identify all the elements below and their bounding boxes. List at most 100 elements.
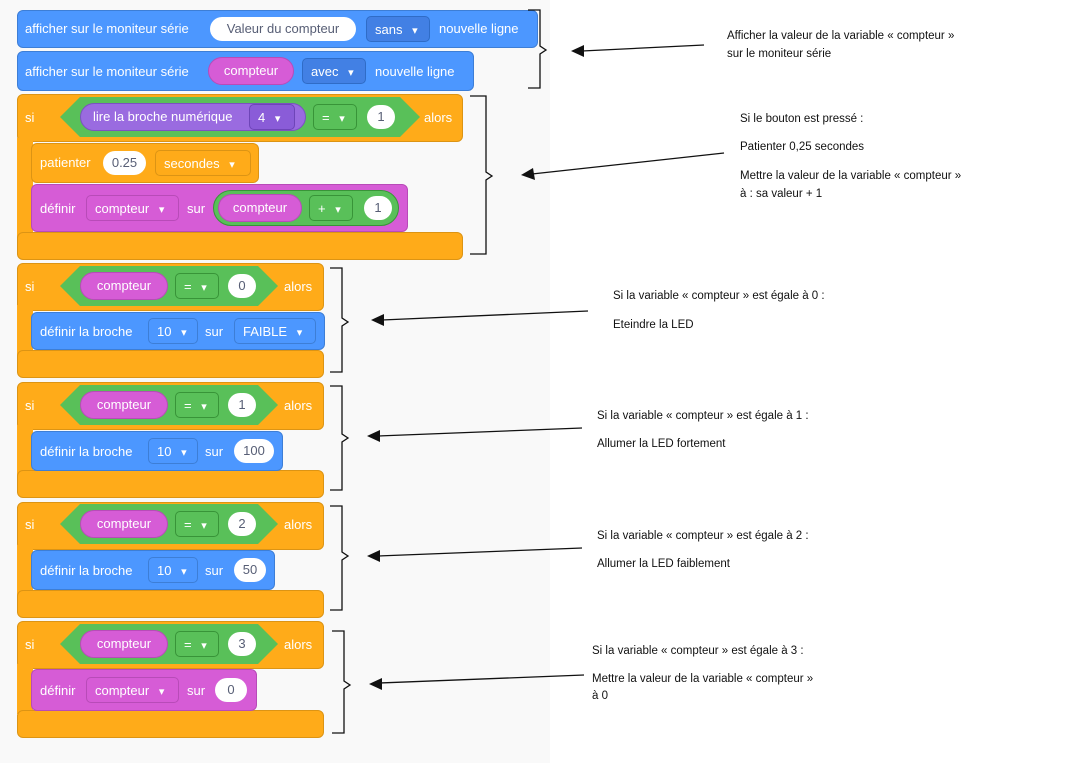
arrow-5	[377, 547, 583, 557]
compteur-variable-reporter[interactable]: compteur	[218, 194, 302, 222]
sur-label: sur	[205, 324, 224, 339]
chevron-down-icon: ▾	[181, 327, 187, 339]
variable-dropdown[interactable]: compteur ▾	[86, 677, 179, 703]
chevron-down-icon: ▾	[335, 204, 341, 216]
c-block-footer	[17, 470, 324, 498]
chevron-down-icon: ▾	[412, 25, 418, 37]
if-keyword: si	[25, 637, 35, 652]
comparison-value-input[interactable]: 2	[228, 512, 256, 536]
annotation-line: Mettre la valeur de la variable « compte…	[592, 673, 814, 685]
pin-dropdown[interactable]: 10 ▾	[148, 557, 198, 583]
read-pin-label: lire la broche numérique	[93, 109, 233, 124]
dropdown-value: 10	[157, 444, 172, 459]
annotation-line: à : sa valeur + 1	[740, 188, 823, 200]
pin-dropdown[interactable]: 10 ▾	[148, 438, 198, 464]
dropdown-value: +	[318, 201, 326, 216]
arrow-1	[581, 44, 705, 52]
if-keyword: si	[25, 517, 35, 532]
bracket-4	[330, 385, 350, 491]
then-keyword: alors	[284, 279, 313, 294]
dropdown-value: =	[184, 279, 192, 294]
pin-dropdown[interactable]: 4 ▾	[249, 104, 295, 130]
arrowhead-1	[571, 45, 584, 57]
c-block-footer	[17, 232, 463, 260]
arrowhead-3	[371, 314, 384, 326]
wait-duration-input[interactable]: 0.25	[103, 151, 146, 175]
chevron-down-icon: ▾	[229, 159, 235, 171]
set-pin-label: définir la broche	[40, 444, 133, 459]
dropdown-value: =	[184, 398, 192, 413]
wait-label: patienter	[40, 155, 91, 170]
operator-dropdown[interactable]: = ▾	[175, 631, 219, 657]
annotation-line: Si le bouton est pressé :	[740, 113, 864, 125]
dropdown-value: compteur	[95, 201, 150, 216]
comparison-value-input[interactable]: 1	[228, 393, 256, 417]
operator-dropdown[interactable]: = ▾	[175, 273, 219, 299]
bracket-3	[330, 267, 350, 373]
dropdown-value: secondes	[164, 156, 220, 171]
time-unit-dropdown[interactable]: secondes ▾	[155, 150, 251, 176]
newline-mode-dropdown[interactable]: avec ▾	[302, 58, 366, 84]
compteur-variable-reporter[interactable]: compteur	[80, 272, 168, 300]
annotation-3: Si la variable « compteur » est égale à …	[613, 288, 825, 333]
operator-dropdown[interactable]: = ▾	[175, 392, 219, 418]
dropdown-value: =	[322, 110, 330, 125]
comparison-value-input[interactable]: 1	[367, 105, 395, 129]
if-keyword: si	[25, 110, 35, 125]
then-keyword: alors	[284, 398, 313, 413]
then-keyword: alors	[284, 517, 313, 532]
compteur-variable-reporter[interactable]: compteur	[80, 510, 168, 538]
annotation-line: Allumer la LED fortement	[597, 438, 726, 450]
pin-value-input[interactable]: 100	[234, 439, 274, 463]
c-block-arm	[17, 305, 33, 355]
dropdown-value: 4	[258, 110, 266, 125]
newline-mode-dropdown[interactable]: sans ▾	[366, 16, 430, 42]
compteur-variable-reporter[interactable]: compteur	[80, 391, 168, 419]
dropdown-value: =	[184, 517, 192, 532]
set-label: définir	[40, 683, 76, 698]
operator-dropdown[interactable]: + ▾	[309, 195, 353, 221]
variable-value-input[interactable]: 0	[215, 678, 247, 702]
annotation-line: Si la variable « compteur » est égale à …	[597, 410, 809, 422]
serial-print-text-input[interactable]: Valeur du compteur	[210, 17, 356, 41]
comparison-value-input[interactable]: 0	[228, 274, 256, 298]
if-keyword: si	[25, 279, 35, 294]
c-block-arm	[17, 664, 33, 714]
c-block-arm	[17, 545, 33, 595]
dropdown-value: 10	[157, 563, 172, 578]
pin-dropdown[interactable]: 10 ▾	[148, 318, 198, 344]
chevron-down-icon: ▾	[181, 447, 187, 459]
c-block-arm	[17, 138, 33, 238]
set-pin-label: définir la broche	[40, 324, 133, 339]
annotation-5: Si la variable « compteur » est égale à …	[597, 528, 809, 572]
pin-value-input[interactable]: 50	[234, 558, 266, 582]
serial-print-suffix: nouvelle ligne	[439, 21, 519, 36]
annotation-4: Si la variable « compteur » est égale à …	[597, 408, 809, 452]
then-keyword: alors	[424, 110, 453, 125]
c-block-footer	[17, 710, 324, 738]
operator-dropdown[interactable]: = ▾	[175, 511, 219, 537]
chevron-down-icon: ▾	[201, 401, 207, 413]
arrowhead-4	[367, 430, 380, 442]
arrow-4	[377, 427, 583, 437]
bracket-5	[330, 505, 350, 611]
chevron-down-icon: ▾	[201, 282, 207, 294]
annotation-line: Patienter 0,25 secondes	[740, 141, 865, 153]
serial-print-label: afficher sur le moniteur série	[25, 21, 189, 36]
arrow-heads	[367, 45, 584, 690]
chevron-down-icon: ▾	[181, 566, 187, 578]
addend-input[interactable]: 1	[364, 196, 392, 220]
annotation-line: Afficher la valeur de la variable « comp…	[727, 30, 955, 42]
pin-level-dropdown[interactable]: FAIBLE ▾	[234, 318, 316, 344]
annotation-line: Eteindre la LED	[613, 319, 694, 331]
c-block-footer	[17, 590, 324, 618]
arrowhead-5	[367, 550, 380, 562]
operator-dropdown[interactable]: = ▾	[313, 104, 357, 130]
comparison-value-input[interactable]: 3	[228, 632, 256, 656]
compteur-variable-reporter[interactable]: compteur	[80, 630, 168, 658]
compteur-variable-reporter[interactable]: compteur	[208, 57, 294, 85]
variable-dropdown[interactable]: compteur ▾	[86, 195, 179, 221]
annotation-1: Afficher la valeur de la variable « comp…	[727, 28, 954, 62]
chevron-down-icon: ▾	[348, 67, 354, 79]
